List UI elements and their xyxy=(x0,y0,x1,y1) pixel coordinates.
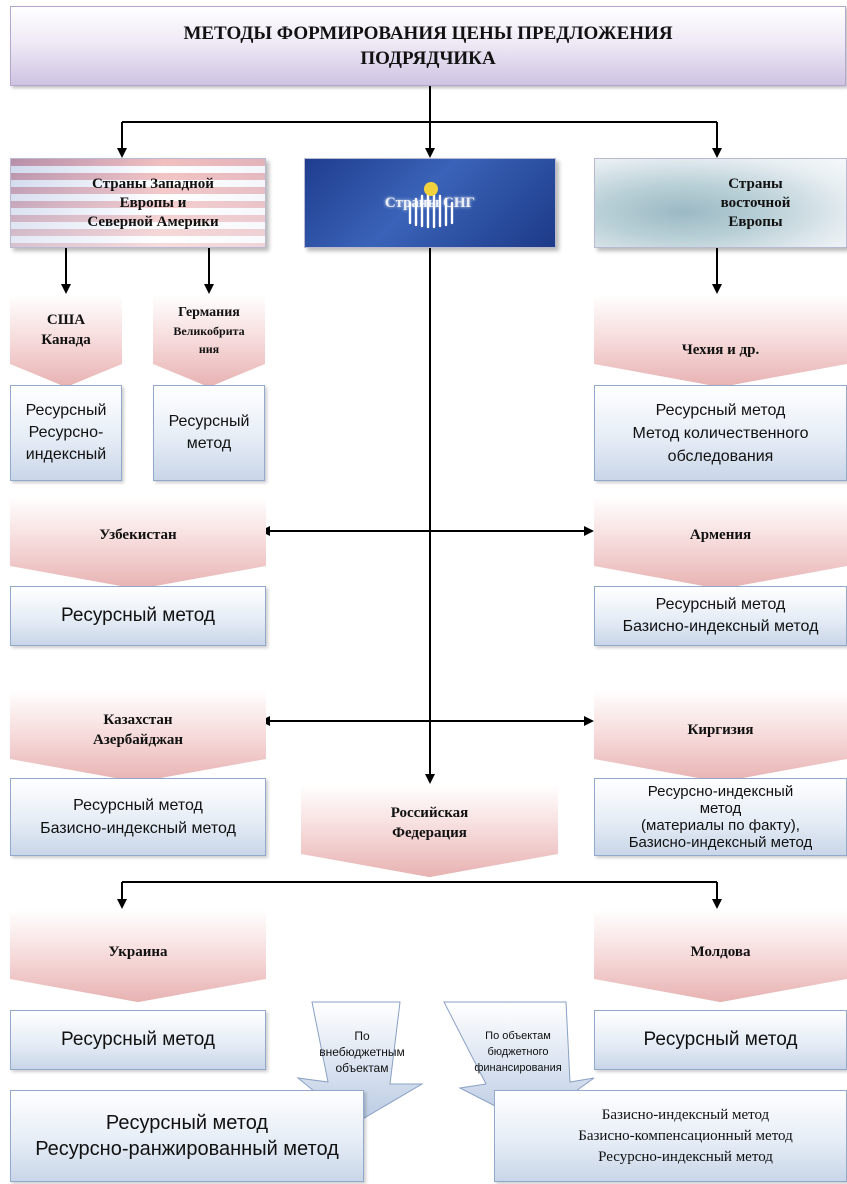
method-germany-line-2: метод xyxy=(186,435,232,452)
method-uzbekistan-line-1: Ресурсный метод xyxy=(60,605,216,626)
method-uzbekistan: Ресурсный метод xyxy=(10,586,266,646)
extrabudget-line-1: По xyxy=(354,1029,370,1043)
method-czech-line-2: Метод количественного xyxy=(632,424,809,442)
method-russia-budget-line-1: Базисно-индексный метод xyxy=(601,1106,770,1123)
method-ukraine: Ресурсный метод xyxy=(10,1010,266,1070)
method-armenia: Ресурсный метод Базисно-индексный метод xyxy=(594,586,847,646)
method-russia-budget-line-3: Ресурсно-индексный метод xyxy=(598,1148,773,1165)
method-kazakhstan-line-2: Базисно-индексный метод xyxy=(40,820,236,837)
country-usa-line-2: Канада xyxy=(41,332,91,348)
method-russia-budget: Базисно-индексный метод Базисно-компенса… xyxy=(494,1090,847,1182)
country-germany-line-3: ния xyxy=(198,342,220,356)
method-kazakhstan-line-1: Ресурсный метод xyxy=(73,797,203,814)
method-usa-line-2: Ресурсно- xyxy=(28,424,104,441)
method-armenia-line-1: Ресурсный метод xyxy=(655,596,786,613)
region-eastern-europe: Страны восточной Европы xyxy=(594,158,847,248)
method-russia-extrabudget-line-2: Ресурсно-ранжированный метод xyxy=(35,1138,339,1160)
method-germany: Ресурсный метод xyxy=(153,385,265,481)
method-kyrgyzstan-line-1: Ресурсно-индексный xyxy=(647,783,794,800)
country-russia-line-2: Федерация xyxy=(392,825,467,841)
method-czech-line-3: обследования xyxy=(667,447,774,465)
country-usa-canada: США Канада xyxy=(10,295,122,387)
country-moldova: Молдова xyxy=(594,910,847,1002)
region-east-line-2: восточной xyxy=(720,194,791,211)
title-line-2: ПОДРЯДЧИКА xyxy=(360,48,496,69)
method-usa-line-1: Ресурсный xyxy=(25,402,107,419)
title-line-1: МЕТОДЫ ФОРМИРОВАНИЯ ЦЕНЫ ПРЕДЛОЖЕНИЯ xyxy=(183,23,673,44)
country-armenia-label: Армения xyxy=(689,526,752,543)
diagram-title: МЕТОДЫ ФОРМИРОВАНИЯ ЦЕНЫ ПРЕДЛОЖЕНИЯ ПОД… xyxy=(10,6,846,86)
method-czech-line-1: Ресурсный метод xyxy=(655,401,786,419)
country-ukraine: Украина xyxy=(10,910,266,1002)
cis-emblem-icon xyxy=(408,182,454,229)
country-kyrgyzstan-label: Киргизия xyxy=(687,721,754,738)
country-czech: Чехия и др. xyxy=(594,295,847,387)
budget-line-1: По объектам xyxy=(485,1030,551,1042)
country-moldova-label: Молдова xyxy=(690,943,751,960)
extrabudget-line-2: внебюджетным xyxy=(319,1045,405,1059)
country-usa-line-1: США xyxy=(46,312,86,328)
budget-line-2: бюджетного xyxy=(487,1046,549,1058)
method-kyrgyzstan: Ресурсно-индексный метод (материалы по ф… xyxy=(594,778,847,856)
region-east-line-1: Страны xyxy=(728,175,783,192)
region-east-line-3: Европы xyxy=(728,213,783,230)
method-usa: Ресурсный Ресурсно- индексный xyxy=(10,385,122,481)
region-cis-label: Страны СНГ xyxy=(384,194,476,211)
method-russia-budget-line-2: Базисно-компенсационный метод xyxy=(578,1127,793,1144)
extrabudget-line-3: объектам xyxy=(335,1061,389,1075)
method-armenia-line-2: Базисно-индексный метод xyxy=(622,618,819,635)
country-germany-uk: Германия Великобрита ния xyxy=(153,295,265,387)
region-west-line-3: Северной Америки xyxy=(87,213,219,230)
method-usa-line-3: индексный xyxy=(25,446,107,463)
region-cis: Страны СНГ xyxy=(304,158,556,248)
country-kazakhstan-azerbaijan: Казахстан Азербайджан xyxy=(10,690,266,782)
budget-line-3: финансирования xyxy=(474,1062,562,1074)
method-ukraine-line-1: Ресурсный метод xyxy=(60,1029,216,1050)
method-kyrgyzstan-line-2: метод xyxy=(699,800,742,817)
country-germany-line-1: Германия xyxy=(178,305,240,320)
method-kazakhstan: Ресурсный метод Базисно-индексный метод xyxy=(10,778,266,856)
method-moldova: Ресурсный метод xyxy=(594,1010,847,1070)
method-kyrgyzstan-line-4: Базисно-индексный метод xyxy=(628,834,813,851)
region-west-line-1: Страны Западной xyxy=(92,175,214,192)
country-uzbekistan-label: Узбекистан xyxy=(99,526,177,543)
region-west-line-2: Европы и xyxy=(119,194,187,211)
country-kazakhstan-line-1: Казахстан xyxy=(103,712,173,728)
country-russia-line-1: Российская xyxy=(390,805,469,821)
country-kyrgyzstan: Киргизия xyxy=(594,690,847,782)
method-germany-line-1: Ресурсный xyxy=(168,413,250,430)
region-western-europe-north-america: Страны Западной Европы и Северной Америк… xyxy=(10,158,266,248)
country-russian-federation: Российская Федерация xyxy=(301,785,558,877)
country-germany-line-2: Великобрита xyxy=(173,324,245,338)
method-moldova-line-1: Ресурсный метод xyxy=(643,1029,798,1050)
country-armenia: Армения xyxy=(594,497,847,589)
method-russia-extrabudget: Ресурсный метод Ресурсно-ранжированный м… xyxy=(10,1090,364,1182)
country-uzbekistan: Узбекистан xyxy=(10,497,266,589)
country-kazakhstan-line-2: Азербайджан xyxy=(92,732,184,748)
method-russia-extrabudget-line-1: Ресурсный метод xyxy=(105,1112,269,1134)
method-kyrgyzstan-line-3: (материалы по факту), xyxy=(641,817,800,834)
method-czech: Ресурсный метод Метод количественного об… xyxy=(594,385,847,481)
country-czech-label: Чехия и др. xyxy=(681,341,760,358)
country-ukraine-label: Украина xyxy=(108,943,168,960)
